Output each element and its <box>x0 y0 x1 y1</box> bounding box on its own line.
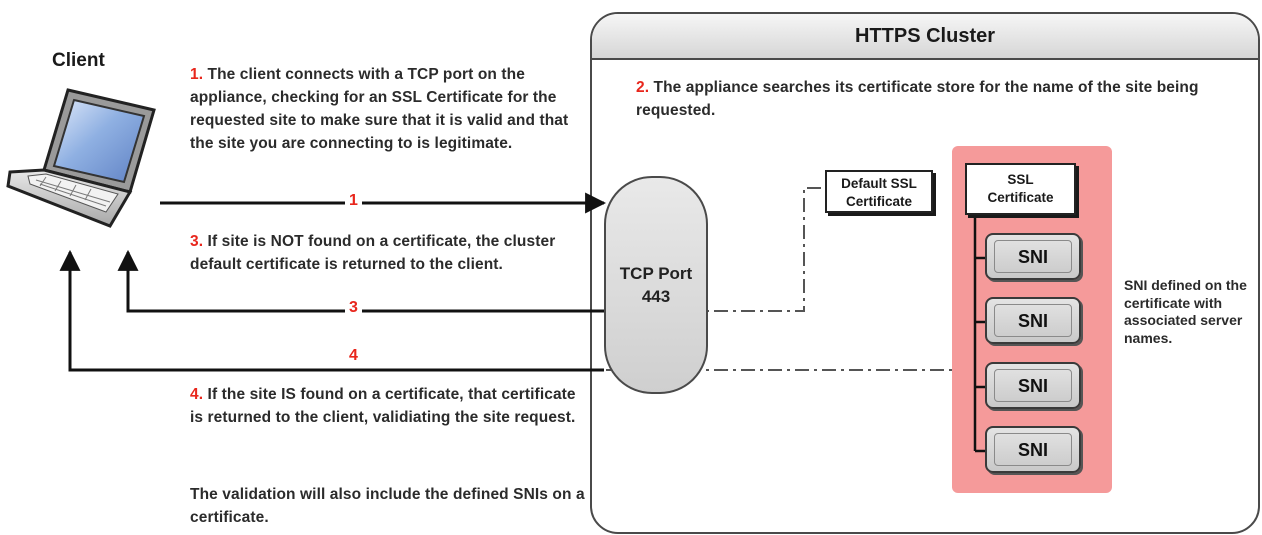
sni-label: SNI <box>994 369 1072 402</box>
default-cert-connector <box>606 187 825 312</box>
default-cert-line1: Default SSL <box>841 176 917 191</box>
arrow-4-line <box>59 249 604 372</box>
ssl-certificate: SSL Certificate <box>965 163 1076 215</box>
tcp-port-node: TCP Port 443 <box>604 176 708 394</box>
tcp-port-number: 443 <box>641 287 671 306</box>
client-title: Client <box>52 50 105 71</box>
step-3-number: 3. <box>190 233 204 250</box>
sni-box: SNI <box>985 426 1081 473</box>
validation-note: The validation will also include the def… <box>190 486 585 526</box>
step-2-text: The appliance searches its certificate s… <box>636 79 1199 119</box>
step-4-text: If the site IS found on a certificate, t… <box>190 386 576 426</box>
arrow-1-label: 1 <box>345 192 362 210</box>
cluster-title: HTTPS Cluster <box>592 14 1258 60</box>
step-4-description: 4. If the site IS found on a certificate… <box>190 383 590 429</box>
arrow-3-line <box>117 249 604 313</box>
arrow-3-label: 3 <box>345 299 362 317</box>
ssl-cert-line1: SSL <box>1007 172 1034 187</box>
laptop-icon <box>6 88 156 228</box>
sni-box: SNI <box>985 297 1081 344</box>
sni-box: SNI <box>985 362 1081 409</box>
sni-box: SNI <box>985 233 1081 280</box>
sni-label: SNI <box>994 240 1072 273</box>
sni-label: SNI <box>994 433 1072 466</box>
ssl-cert-line2: Certificate <box>987 190 1054 205</box>
step-3-text: If site is NOT found on a certificate, t… <box>190 233 556 273</box>
sni-note: SNI defined on the certificate with asso… <box>1124 277 1247 346</box>
arrow-4-label: 4 <box>345 347 362 365</box>
default-ssl-certificate: Default SSL Certificate <box>825 170 933 213</box>
default-cert-line2: Certificate <box>845 194 913 209</box>
step-1-description: 1. The client connects with a TCP port o… <box>190 63 590 155</box>
sni-tree-lines <box>973 215 985 453</box>
tcp-port-title: TCP Port <box>619 264 693 283</box>
step-1-text: The client connects with a TCP port on t… <box>190 66 569 152</box>
step-2-number: 2. <box>636 79 650 96</box>
step-2-description: 2. The appliance searches its certificat… <box>636 76 1216 122</box>
tcp-port-label: TCP Port 443 <box>606 262 706 308</box>
step-1-number: 1. <box>190 66 204 83</box>
step-4-number: 4. <box>190 386 204 403</box>
sni-label: SNI <box>994 304 1072 337</box>
step-3-description: 3. If site is NOT found on a certificate… <box>190 230 590 276</box>
